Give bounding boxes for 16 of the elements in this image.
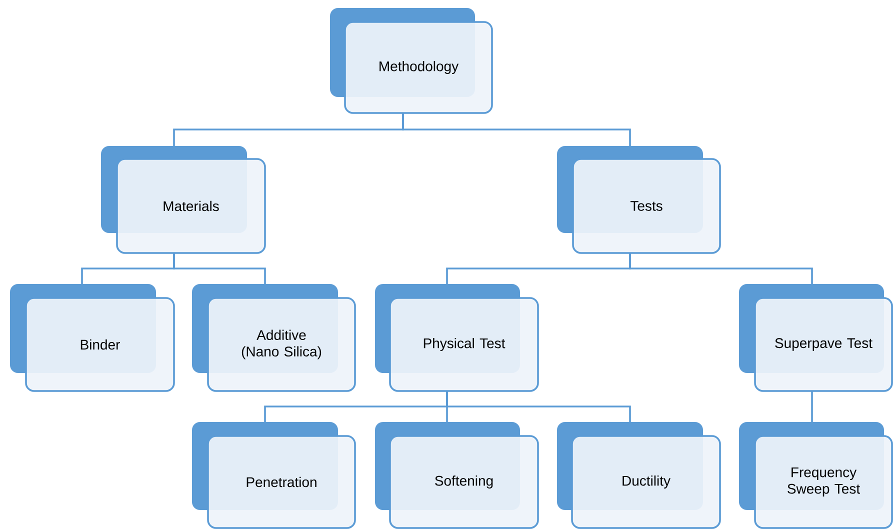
connector-line	[811, 391, 813, 422]
connector-line	[402, 113, 631, 146]
process-box: Tests	[557, 146, 721, 254]
process-box: Frequency Sweep Test	[739, 422, 893, 529]
process-box: Ductility	[557, 422, 721, 529]
process-box: Methodology	[330, 8, 493, 114]
process-box: Physical Test	[375, 284, 539, 392]
process-box: Penetration	[192, 422, 356, 529]
connector-line	[446, 391, 631, 422]
process-box: Materials	[101, 146, 266, 254]
process-box: Binder	[10, 284, 175, 392]
process-box: Softening	[375, 422, 539, 529]
process-box: Additive (Nano Silica)	[192, 284, 356, 392]
process-box: Superpave Test	[739, 284, 893, 392]
connector-line	[629, 253, 813, 284]
connector-line	[173, 253, 266, 284]
